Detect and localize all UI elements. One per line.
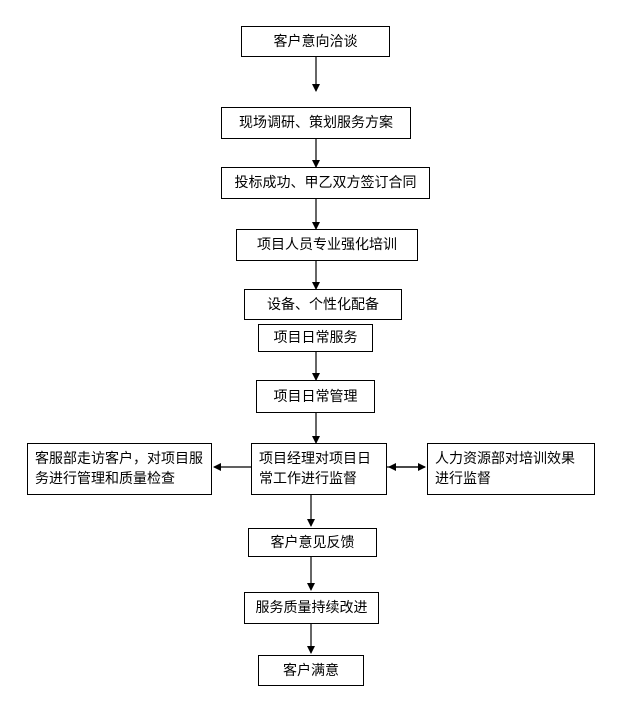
node-project-manager-supervision: 项目经理对项目日 常工作进行监督 (251, 443, 387, 495)
node-daily-service: 项目日常服务 (258, 324, 373, 352)
node-label: 客户满意 (283, 662, 339, 679)
node-label-line-1: 人力资源部对培训效果 (435, 451, 575, 467)
node-staff-training: 项目人员专业强化培训 (236, 229, 418, 261)
node-bid-success-contract: 投标成功、甲乙双方签订合同 (221, 167, 430, 199)
node-label: 客户意向洽谈 (273, 33, 358, 50)
node-label: 服务质量持续改进 (255, 600, 368, 616)
node-customer-intent-negotiation: 客户意向洽谈 (241, 26, 390, 57)
node-customer-satisfaction: 客户满意 (258, 655, 364, 686)
node-label-line-2: 常工作进行监督 (259, 471, 357, 487)
node-customer-service-visit: 客服部走访客户，对项目服 务进行管理和质量检查 (27, 443, 212, 495)
node-daily-management: 项目日常管理 (256, 380, 375, 413)
node-equipment-configuration: 设备、个性化配备 (244, 289, 402, 320)
node-label-line-1: 项目经理对项目日 (259, 451, 371, 467)
node-customer-feedback: 客户意见反馈 (248, 528, 377, 557)
node-label: 项目日常服务 (273, 330, 358, 346)
node-label: 投标成功、甲乙双方签订合同 (234, 175, 417, 191)
node-service-quality-improvement: 服务质量持续改进 (244, 592, 379, 624)
node-label-line-2: 进行监督 (435, 471, 491, 487)
node-site-survey-service-plan: 现场调研、策划服务方案 (221, 107, 411, 139)
node-label: 项目人员专业强化培训 (257, 237, 397, 253)
node-label-line-2: 务进行管理和质量检查 (35, 471, 175, 487)
node-label: 客户意见反馈 (270, 534, 355, 551)
node-label: 设备、个性化配备 (267, 296, 379, 313)
node-label: 项目日常管理 (273, 388, 358, 405)
node-hr-training-supervision: 人力资源部对培训效果 进行监督 (427, 443, 595, 495)
node-label: 现场调研、策划服务方案 (239, 115, 393, 131)
node-label-line-1: 客服部走访客户，对项目服 (35, 451, 203, 467)
